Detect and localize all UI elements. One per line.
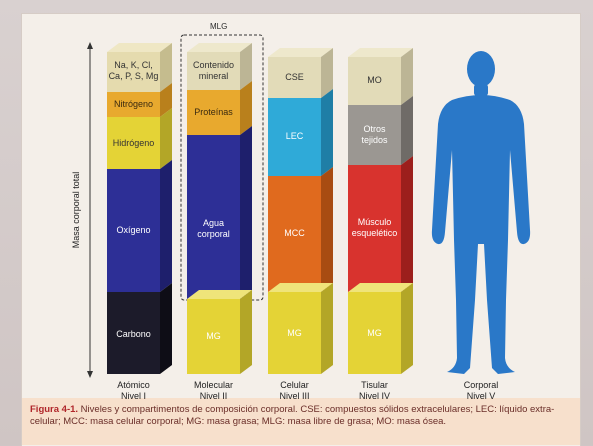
label-carbono: Carbono	[89, 329, 179, 340]
total-mass-axis: Masa corporal total	[71, 42, 93, 378]
caption-line2: celular; MCC: masa celular corporal; MG:…	[30, 416, 446, 427]
label-mg-celular: MG	[250, 328, 340, 339]
label-otros-tejidos: Otros tejidos	[330, 124, 420, 146]
label-nitrogeno: Nitrógeno	[89, 99, 179, 110]
column-molecular	[187, 43, 252, 374]
label-agua-corporal: Agua corporal	[169, 218, 259, 240]
caption-line1: Niveles y compartimentos de composición …	[78, 404, 554, 415]
column-tisular	[348, 48, 413, 374]
label-mg-tisular: MG	[330, 328, 420, 339]
label-lec: LEC	[250, 131, 340, 142]
column-celular	[268, 48, 333, 374]
label-musculo-esqueletico: Músculo esquelético	[330, 217, 420, 239]
label-trace-elements: Na, K, Cl, Ca, P, S, Mg	[89, 60, 179, 82]
label-mg-molecular: MG	[169, 331, 259, 342]
label-oxigeno: Oxígeno	[89, 225, 179, 236]
label-mcc: MCC	[250, 228, 340, 239]
label-mo: MO	[330, 75, 420, 86]
figure-caption: Figura 4-1. Niveles y compartimentos de …	[30, 404, 575, 428]
block-agua-corporal	[187, 126, 252, 299]
label-hidrogeno: Hidrógeno	[89, 138, 179, 149]
column-atomico	[0, 0, 172, 374]
axis-label: Masa corporal total	[71, 172, 81, 249]
label-cse: CSE	[250, 72, 340, 83]
human-body-silhouette-icon	[432, 51, 530, 374]
label-proteinas: Proteínas	[169, 107, 259, 118]
label-contenido-mineral: Contenido mineral	[169, 60, 259, 82]
caption-title: Figura 4-1.	[30, 404, 78, 415]
